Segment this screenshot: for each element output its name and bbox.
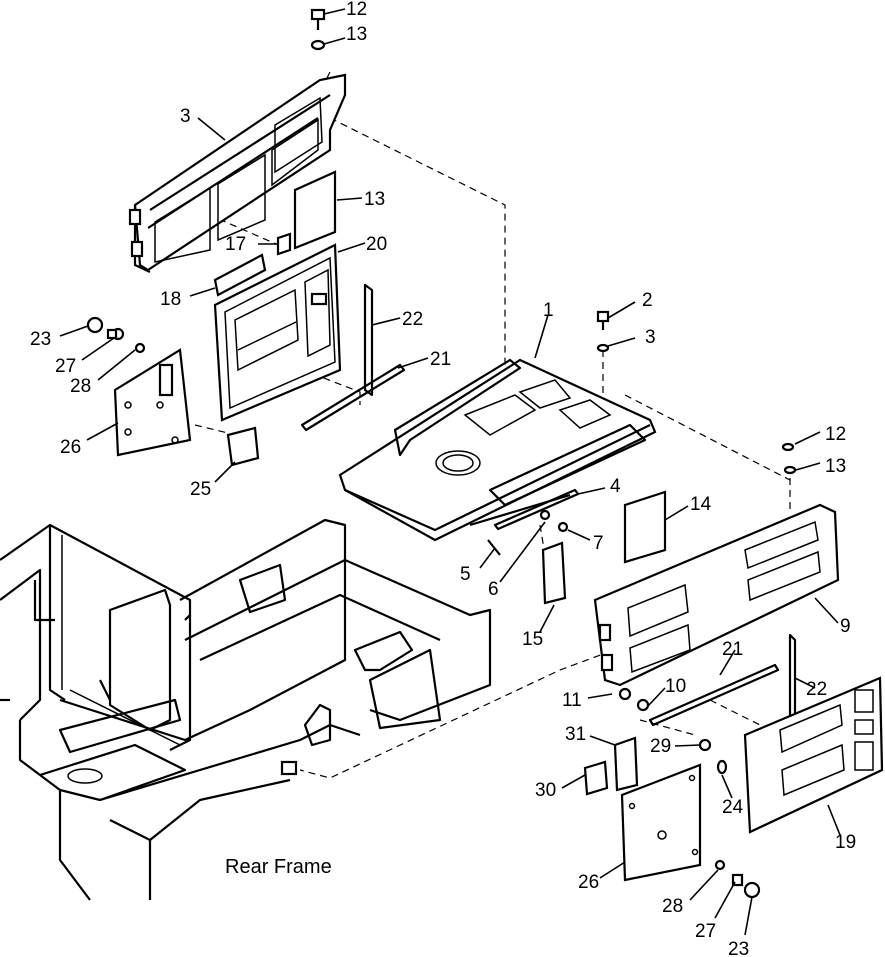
callout-label: 19 xyxy=(835,832,856,853)
pad-30-part xyxy=(583,760,609,796)
rear-frame-caption: Rear Frame xyxy=(225,856,332,878)
top-bolt-parts xyxy=(310,8,326,51)
callout-label: 22 xyxy=(402,309,423,330)
left-hardware-parts xyxy=(86,316,146,354)
bottom-hardware-parts xyxy=(714,859,761,899)
leader-lines xyxy=(59,8,841,936)
callout-label: 20 xyxy=(366,234,387,255)
left-cover-plate-part xyxy=(113,348,192,457)
rear-frame-part xyxy=(0,518,492,901)
callout-label: 15 xyxy=(522,629,543,650)
callout-label: 30 xyxy=(535,780,556,801)
pad-14-part xyxy=(623,490,667,564)
callout-label: 13 xyxy=(364,189,385,210)
callout-label: 14 xyxy=(690,494,712,515)
callout-label: 31 xyxy=(565,724,586,745)
callout-label: 23 xyxy=(30,329,51,350)
seal-strip-part xyxy=(213,253,267,297)
callout-label: 7 xyxy=(593,533,604,554)
callout-label: 28 xyxy=(70,376,91,397)
access-door-part xyxy=(213,243,342,422)
callout-label: 17 xyxy=(225,234,246,255)
callout-label: 27 xyxy=(55,356,76,377)
callout-label: 26 xyxy=(578,872,599,893)
bolt-29-part xyxy=(698,738,712,752)
washer-24-part xyxy=(716,759,728,775)
right-door-panel-part xyxy=(743,676,884,834)
washer-part xyxy=(539,509,551,521)
callout-label: 10 xyxy=(665,676,686,697)
callout-label: 28 xyxy=(662,896,683,917)
callout-labels: 12 13 3 13 17 20 18 22 21 23 27 28 26 25… xyxy=(30,0,856,957)
pad-15-part xyxy=(541,541,567,605)
callout-label: 3 xyxy=(180,106,191,127)
callout-label: 11 xyxy=(562,690,582,711)
right-cover-plate-part xyxy=(620,763,702,882)
callout-label: 26 xyxy=(60,437,81,458)
grille-frame-part xyxy=(128,73,347,273)
callout-label: 3 xyxy=(645,327,656,348)
callout-label: 23 xyxy=(728,939,749,957)
callout-label: 18 xyxy=(160,289,181,310)
support-bar-right-part xyxy=(648,663,780,727)
side-grille-frame-part xyxy=(593,442,840,687)
callout-label: 9 xyxy=(840,616,851,637)
bolt-10-part xyxy=(636,698,650,712)
callout-label: 13 xyxy=(825,456,846,477)
washer-11-part xyxy=(618,687,632,701)
callout-label: 1 xyxy=(543,300,554,321)
support-bar-part xyxy=(300,363,406,432)
floor-plate-part xyxy=(338,358,657,542)
callout-label: 24 xyxy=(722,797,744,818)
bolt-part xyxy=(557,521,569,533)
callout-label: 6 xyxy=(488,579,499,600)
callout-label: 12 xyxy=(825,424,846,445)
callout-label: 5 xyxy=(460,564,471,585)
callout-label: 21 xyxy=(430,349,451,370)
callout-label: 4 xyxy=(610,476,621,497)
rod-part xyxy=(363,283,374,397)
callout-label: 22 xyxy=(806,679,827,700)
pin-part xyxy=(487,539,501,556)
pad-31-part xyxy=(613,736,639,792)
callout-label: 12 xyxy=(346,0,367,20)
callout-label: 25 xyxy=(190,479,211,500)
small-block-part xyxy=(276,232,292,256)
callout-label: 13 xyxy=(346,24,367,45)
callout-label: 29 xyxy=(650,736,671,757)
small-pad-part xyxy=(226,426,260,467)
right-top-bolt-parts xyxy=(596,310,610,353)
filter-pad-part xyxy=(293,170,337,250)
callout-label: 2 xyxy=(642,290,653,311)
callout-label: 27 xyxy=(695,921,716,942)
callout-label: 21 xyxy=(722,639,743,660)
